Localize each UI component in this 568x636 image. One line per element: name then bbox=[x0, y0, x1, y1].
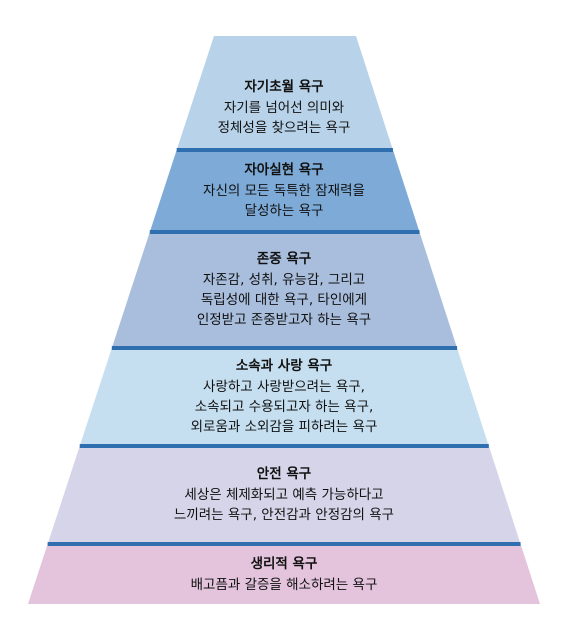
level-title: 안전 욕구 bbox=[256, 465, 312, 482]
level-description-line: 달성하는 욕구 bbox=[244, 202, 324, 219]
level-title: 존중 욕구 bbox=[256, 250, 312, 267]
level-band-self-transcendence bbox=[176, 36, 393, 150]
level-title: 자기초월 욕구 bbox=[244, 78, 324, 95]
level-description-line: 인정받고 존중받고자 하는 욕구 bbox=[196, 311, 372, 328]
level-physiological: 생리적 욕구 배고픔과 갈증을 해소하려는 욕구 bbox=[0, 554, 568, 595]
level-title: 자아실현 욕구 bbox=[244, 161, 324, 178]
level-description-line: 세상은 체제화되고 예측 가능하다고 bbox=[184, 486, 384, 503]
level-self-transcendence: 자기초월 욕구 자기를 넘어선 의미와 정체성을 찾으려는 욕구 bbox=[0, 77, 568, 138]
level-description-line: 외로움과 소외감을 피하려는 욕구 bbox=[190, 418, 378, 435]
level-description-line: 느끼려는 욕구, 안전감과 안정감의 욕구 bbox=[173, 506, 395, 523]
level-description-line: 정체성을 찾으려는 욕구 bbox=[217, 119, 351, 136]
level-band-belonging-love bbox=[79, 348, 489, 446]
level-self-actualization: 자아실현 욕구 자신의 모든 독특한 잠재력을 달성하는 욕구 bbox=[0, 160, 568, 221]
level-band-physiological bbox=[28, 544, 540, 604]
level-esteem: 존중 욕구 자존감, 성취, 유능감, 그리고 독립성에 대한 욕구, 타인에게… bbox=[0, 249, 568, 330]
level-description-line: 자기를 넘어선 의미와 bbox=[223, 99, 345, 116]
level-description-line: 자신의 모든 독특한 잠재력을 bbox=[203, 182, 365, 199]
level-band-safety bbox=[47, 446, 521, 544]
level-description-line: 사랑하고 사랑받으려는 욕구, bbox=[203, 378, 365, 395]
level-band-self-actualization bbox=[149, 150, 420, 232]
level-description-line: 독립성에 대한 욕구, 타인에게 bbox=[200, 291, 368, 308]
level-safety: 안전 욕구 세상은 체제화되고 예측 가능하다고 느끼려는 욕구, 안전감과 안… bbox=[0, 464, 568, 525]
level-title: 소속과 사랑 욕구 bbox=[235, 357, 333, 374]
level-band-esteem bbox=[111, 232, 458, 348]
level-title: 생리적 욕구 bbox=[250, 555, 318, 572]
level-belonging-love: 소속과 사랑 욕구 사랑하고 사랑받으려는 욕구, 소속되고 수용되고자 하는 … bbox=[0, 356, 568, 437]
level-description-line: 자존감, 성취, 유능감, 그리고 bbox=[202, 271, 366, 288]
level-description-line: 소속되고 수용되고자 하는 욕구, bbox=[194, 398, 374, 415]
level-description-line: 배고픔과 갈증을 해소하려는 욕구 bbox=[190, 576, 378, 593]
